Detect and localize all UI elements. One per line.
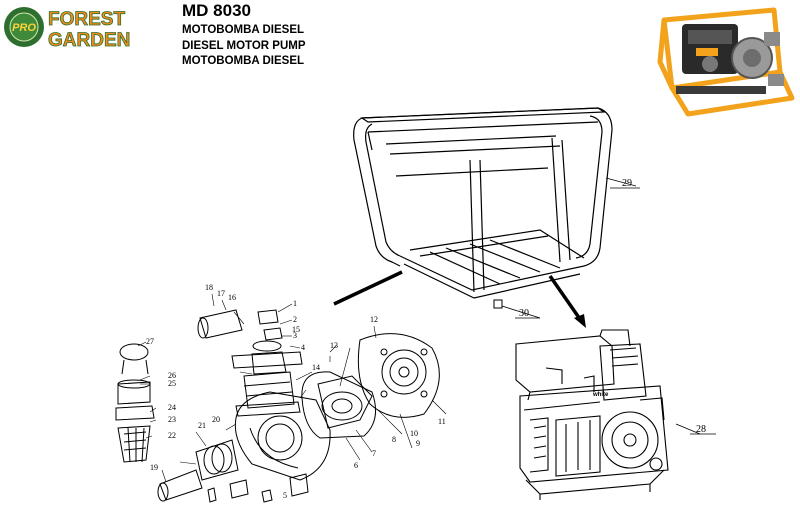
model-title: MD 8030 [182,1,251,20]
pump-label-27: 27 [146,337,154,346]
pump-label-8: 8 [392,435,396,444]
assembly-line-left [333,270,403,306]
logo-brand-line1: FOREST [48,9,125,30]
pump-label-22: 22 [168,431,176,440]
pump-label-3: 3 [293,331,297,340]
label-29: 29 [622,178,632,189]
forest-garden-logo: PRO FOREST GARDEN [4,7,131,50]
pump-label-9: 9 [416,439,420,448]
pump-leaders [137,293,447,483]
pump-label-5: 5 [283,491,287,500]
pump-label-10: 10 [410,429,418,438]
leader-29 [605,177,637,187]
logo-brand-line2: GARDEN [48,30,130,50]
pump-label-15: 15 [292,325,300,334]
subtitle-portuguese: MOTOBOMBA DIESEL [182,55,305,67]
frame-assembly [353,107,613,299]
pump-label-19: 19 [150,463,158,472]
title-block: MD 8030 MOTOBOMBA DIESEL DIESEL MOTOR PU… [182,2,306,72]
pump-label-6: 6 [354,461,358,470]
pump-label-4: 4 [301,343,305,352]
engine-assembly [515,329,669,500]
pump-label-26: 26 [168,371,176,380]
logo-badge-text: PRO [12,22,36,34]
pump-label-11: 11 [438,417,446,426]
subtitle-english: DIESEL MOTOR PUMP [182,39,306,52]
pump-label-1: 1 [293,299,297,308]
label-28: 28 [696,424,706,435]
pump-label-17: 17 [217,289,225,298]
pump-label-2: 2 [293,315,297,324]
pump-assembly [115,309,440,503]
pump-label-14: 14 [312,363,320,372]
leader-28 [675,423,701,435]
product-photo [652,2,798,118]
assembly-line-right [548,275,584,323]
pump-label-23: 23 [168,415,176,424]
pump-label-21: 21 [198,421,206,430]
subtitle-spanish: MOTOBOMBA DIESEL [182,24,305,36]
label-30: 30 [519,308,529,319]
pump-label-13: 13 [330,341,338,350]
pump-label-18: 18 [205,283,213,292]
leader-30 [501,305,541,319]
foot-part [493,299,503,309]
engine-brand-label: white [592,392,609,398]
pump-label-24: 24 [168,403,176,412]
pump-label-16: 16 [228,293,236,302]
photo-frame [657,7,795,117]
pump-label-20: 20 [212,415,220,424]
pump-label-25: 25 [168,379,176,388]
pump-label-7: 7 [372,449,376,458]
pump-label-12: 12 [370,315,378,324]
